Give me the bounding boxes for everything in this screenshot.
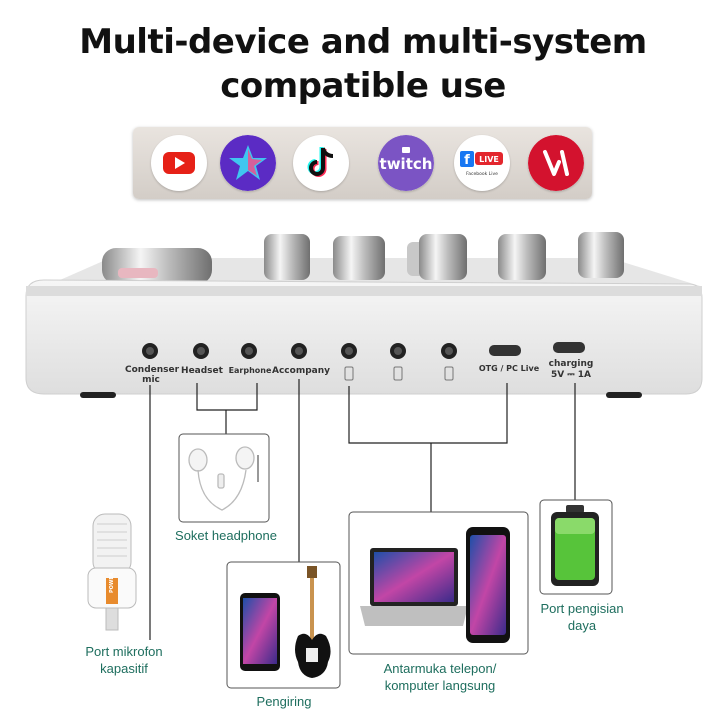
condenser-mic-icon <box>87 513 137 631</box>
smartphone-icon <box>466 527 510 643</box>
accompany-caption: Pengiring <box>256 694 312 709</box>
headphone-caption: Soket headphone <box>175 528 277 543</box>
computer-caption-line1: Antarmuka telepon/ <box>383 661 497 676</box>
earphones-icon <box>188 446 259 511</box>
port-row <box>142 342 585 381</box>
battery-icon <box>551 505 599 586</box>
charge-caption-line2: daya <box>567 618 597 633</box>
phone-icon <box>240 593 280 671</box>
charging-port-label: charging <box>548 359 594 369</box>
app-icon-bar: twitch f LIVE Facebook Live <box>133 127 592 199</box>
accompany-port-label: Accompany <box>272 366 330 376</box>
v-app-icon <box>528 135 584 191</box>
star-app-icon <box>220 135 276 191</box>
headline-line-1: Multi-device and multi-system <box>79 22 647 62</box>
earphone-port-label: Earphone <box>228 366 272 375</box>
tiktok-icon <box>293 135 349 191</box>
youtube-icon <box>151 135 207 191</box>
volume-knob <box>264 232 624 280</box>
svg-text:twitch: twitch <box>380 155 433 173</box>
headline-line-2: compatible use <box>220 66 506 106</box>
mic-caption-line1: Port mikrofon <box>85 644 163 659</box>
device-body <box>25 279 703 395</box>
otg-port-label: OTG / PC Live <box>478 364 540 373</box>
facebook-live-icon: f LIVE Facebook Live <box>454 135 510 191</box>
laptop-icon <box>360 548 468 626</box>
headset-port-label: Headset <box>181 366 223 376</box>
device-top-panel <box>60 232 700 286</box>
connector-lines <box>149 379 576 640</box>
charge-caption-line1: Port pengisian <box>540 601 624 616</box>
charging-spec-label: 5V ⎓ 1A <box>551 370 591 380</box>
computer-caption-line2: komputer langsung <box>384 678 496 693</box>
twitch-icon: twitch <box>378 135 434 191</box>
mic-caption-line2: kapasitif <box>100 661 148 676</box>
guitar-icon <box>295 566 331 678</box>
svg-text:f: f <box>464 153 470 168</box>
mic-brand-label: POWER <box>109 572 115 593</box>
svg-text:LIVE: LIVE <box>479 155 499 164</box>
svg-text:Facebook Live: Facebook Live <box>466 171 498 177</box>
condenser-mic-port-label: Condenser mic <box>125 365 180 385</box>
